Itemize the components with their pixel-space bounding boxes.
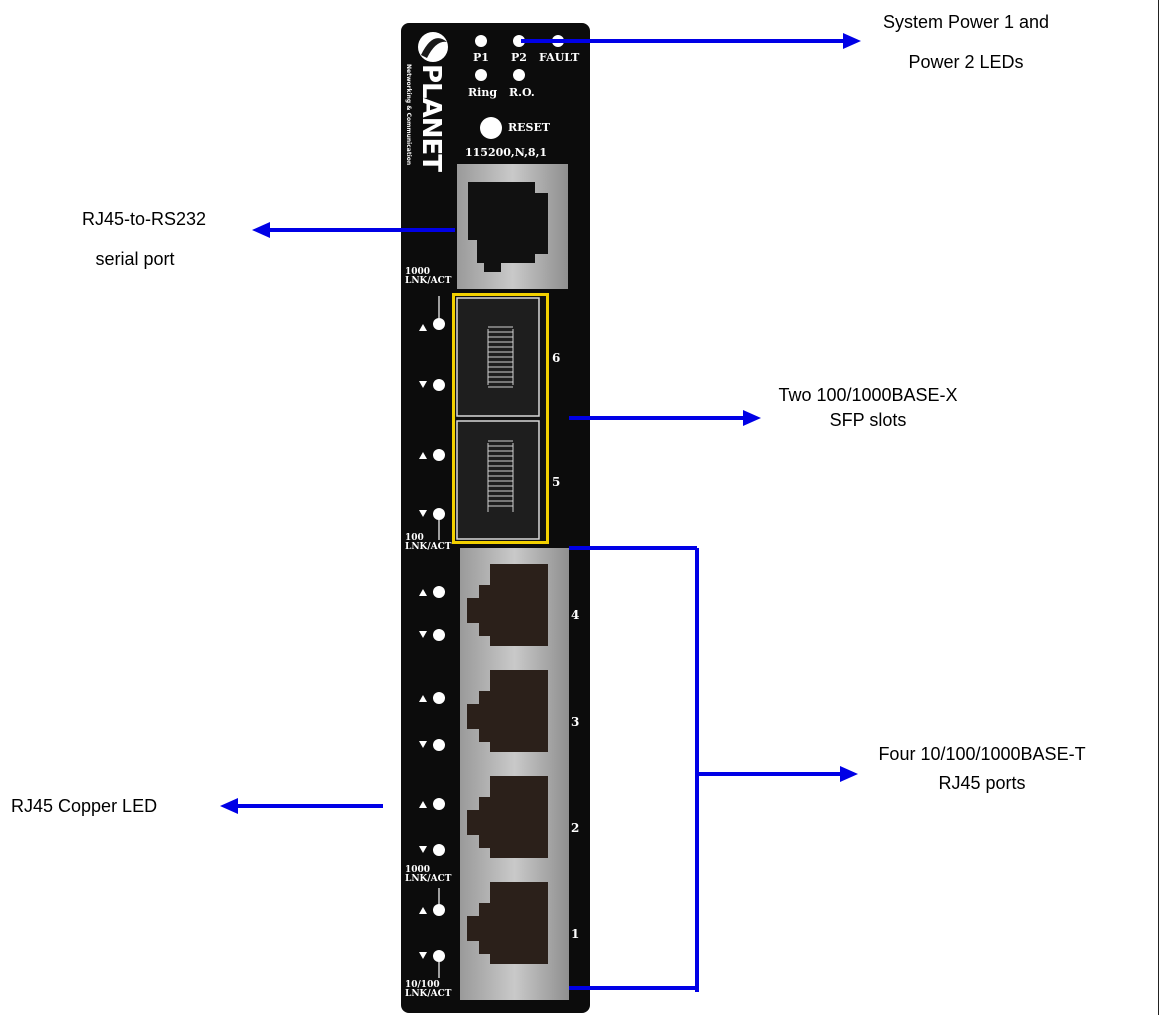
led-p1-label: P1 [473, 51, 489, 64]
led-p1 [475, 35, 487, 47]
arrow-head-copper-led [220, 798, 238, 814]
led-fault-label: FAULT [539, 51, 580, 64]
rj45-port-1 [467, 882, 548, 964]
sfp-slot-5 [456, 420, 540, 540]
rj45-port-number-1: 1 [571, 927, 580, 941]
sfp-port-number-5: 5 [552, 475, 561, 489]
callout-copper-led: RJ45 Copper LED [11, 796, 158, 816]
brand-logo: PLANET [416, 64, 446, 172]
rj45-port-number-4: 4 [571, 608, 580, 622]
callout-sfp-slots: Two 100/1000BASE-X SFP slots [778, 385, 958, 430]
rj45-port-2 [467, 776, 548, 858]
brand-subtitle: Networking & Communication [405, 64, 412, 166]
arrow-head-rj45 [840, 766, 858, 782]
led-ro [513, 69, 525, 81]
rj45-port-4 [467, 564, 548, 646]
led-ring-label: Ring [468, 86, 498, 99]
arrow-head-power [843, 33, 861, 49]
console-setting-label: 115200,N,8,1 [465, 146, 548, 159]
rj45-port-number-3: 3 [571, 715, 580, 729]
led-ring [475, 69, 487, 81]
reset-button[interactable] [480, 117, 502, 139]
callout-power-leds: System Power 1 and Power 2 LEDs [882, 12, 1050, 72]
led-ro-label: R.O. [509, 86, 535, 99]
led-p2 [513, 35, 525, 47]
callout-serial-port: RJ45-to-RS232 serial port [81, 209, 207, 269]
callout-rj45-ports: Four 10/100/1000BASE-T RJ45 ports [878, 744, 1086, 793]
arrow-head-sfp [743, 410, 761, 426]
reset-label: RESET [508, 121, 551, 134]
rj45-port-3 [467, 670, 548, 752]
sfp-port-number-6: 6 [552, 351, 561, 365]
led-p2-label: P2 [511, 51, 527, 64]
rj45-port-number-2: 2 [571, 821, 580, 835]
right-border [1158, 0, 1159, 1015]
arrow-head-serial [252, 222, 270, 238]
